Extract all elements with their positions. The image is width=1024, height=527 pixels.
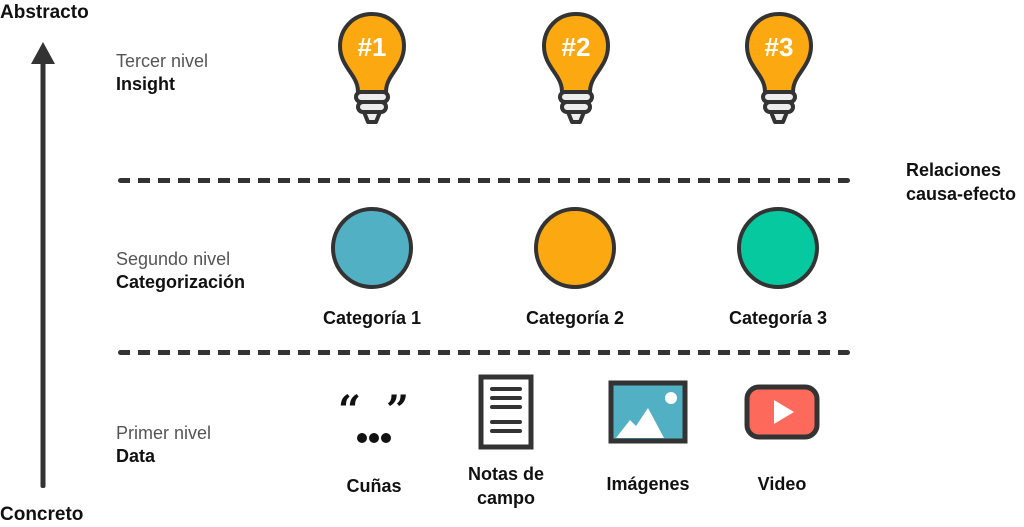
data-item-notas-line2: campo [476, 488, 536, 508]
lightbulb-icon [744, 11, 814, 124]
document-icon [478, 374, 534, 450]
level-third-main: Insight [116, 74, 175, 94]
svg-text:”: ” [386, 390, 409, 434]
axis-bottom-label: Concreto [0, 504, 84, 525]
category-2-label: Categoría 2 [525, 308, 625, 328]
data-item-imagenes: Imágenes [598, 380, 698, 495]
category-circle-icon [534, 207, 616, 289]
data-item-notas: Notas de campo [456, 374, 556, 510]
insight-2: #2 [540, 10, 612, 128]
data-item-video-label: Video [757, 474, 807, 494]
data-item-imagenes-label: Imágenes [606, 474, 690, 494]
side-note-line1: Relaciones [906, 160, 1002, 180]
level-first-sub: Primer nivel [116, 423, 212, 443]
level-third: Tercer nivel Insight [116, 50, 208, 96]
data-item-notas-line1: Notas de [467, 464, 545, 484]
level-first-main: Data [116, 446, 156, 466]
quote-icon: “ ” [338, 390, 409, 443]
category-2: Categoría 2 [515, 206, 635, 329]
axis-top-label: Abstracto [0, 2, 89, 23]
category-circle-icon [737, 207, 819, 289]
svg-text:“: “ [338, 390, 361, 434]
level-first: Primer nivel Data [116, 422, 211, 468]
data-item-cunas: “ ” Cuñas [326, 390, 422, 497]
insight-3-label: #3 [764, 32, 794, 62]
level-second-main: Categorización [116, 272, 246, 292]
lightbulb-icon [541, 11, 611, 124]
separator-top [118, 178, 850, 183]
category-1: Categoría 1 [312, 206, 432, 329]
insight-3: #3 [743, 10, 815, 128]
insight-1-label: #1 [357, 32, 387, 62]
side-note: Relaciones causa-efecto [906, 158, 1016, 206]
image-icon [608, 380, 688, 444]
arrow-up-icon [31, 42, 55, 488]
data-item-notas-label: Notas de campo [456, 462, 556, 510]
data-item-cunas-label: Cuñas [346, 476, 402, 496]
video-play-icon [744, 384, 820, 440]
side-note-line2: causa-efecto [906, 184, 1017, 204]
abstraction-axis-arrow [30, 42, 56, 490]
insight-2-label: #2 [561, 32, 591, 62]
lightbulb-icon [337, 11, 407, 124]
category-3: Categoría 3 [718, 206, 838, 329]
separator-bottom [118, 350, 850, 355]
level-third-sub: Tercer nivel [116, 51, 209, 71]
category-circle-icon [331, 207, 413, 289]
category-3-label: Categoría 3 [728, 308, 828, 328]
category-1-label: Categoría 1 [322, 308, 422, 328]
data-item-video: Video [732, 384, 832, 495]
insight-1: #1 [336, 10, 408, 128]
level-second: Segundo nivel Categorización [116, 248, 245, 294]
level-second-sub: Segundo nivel [116, 249, 231, 269]
